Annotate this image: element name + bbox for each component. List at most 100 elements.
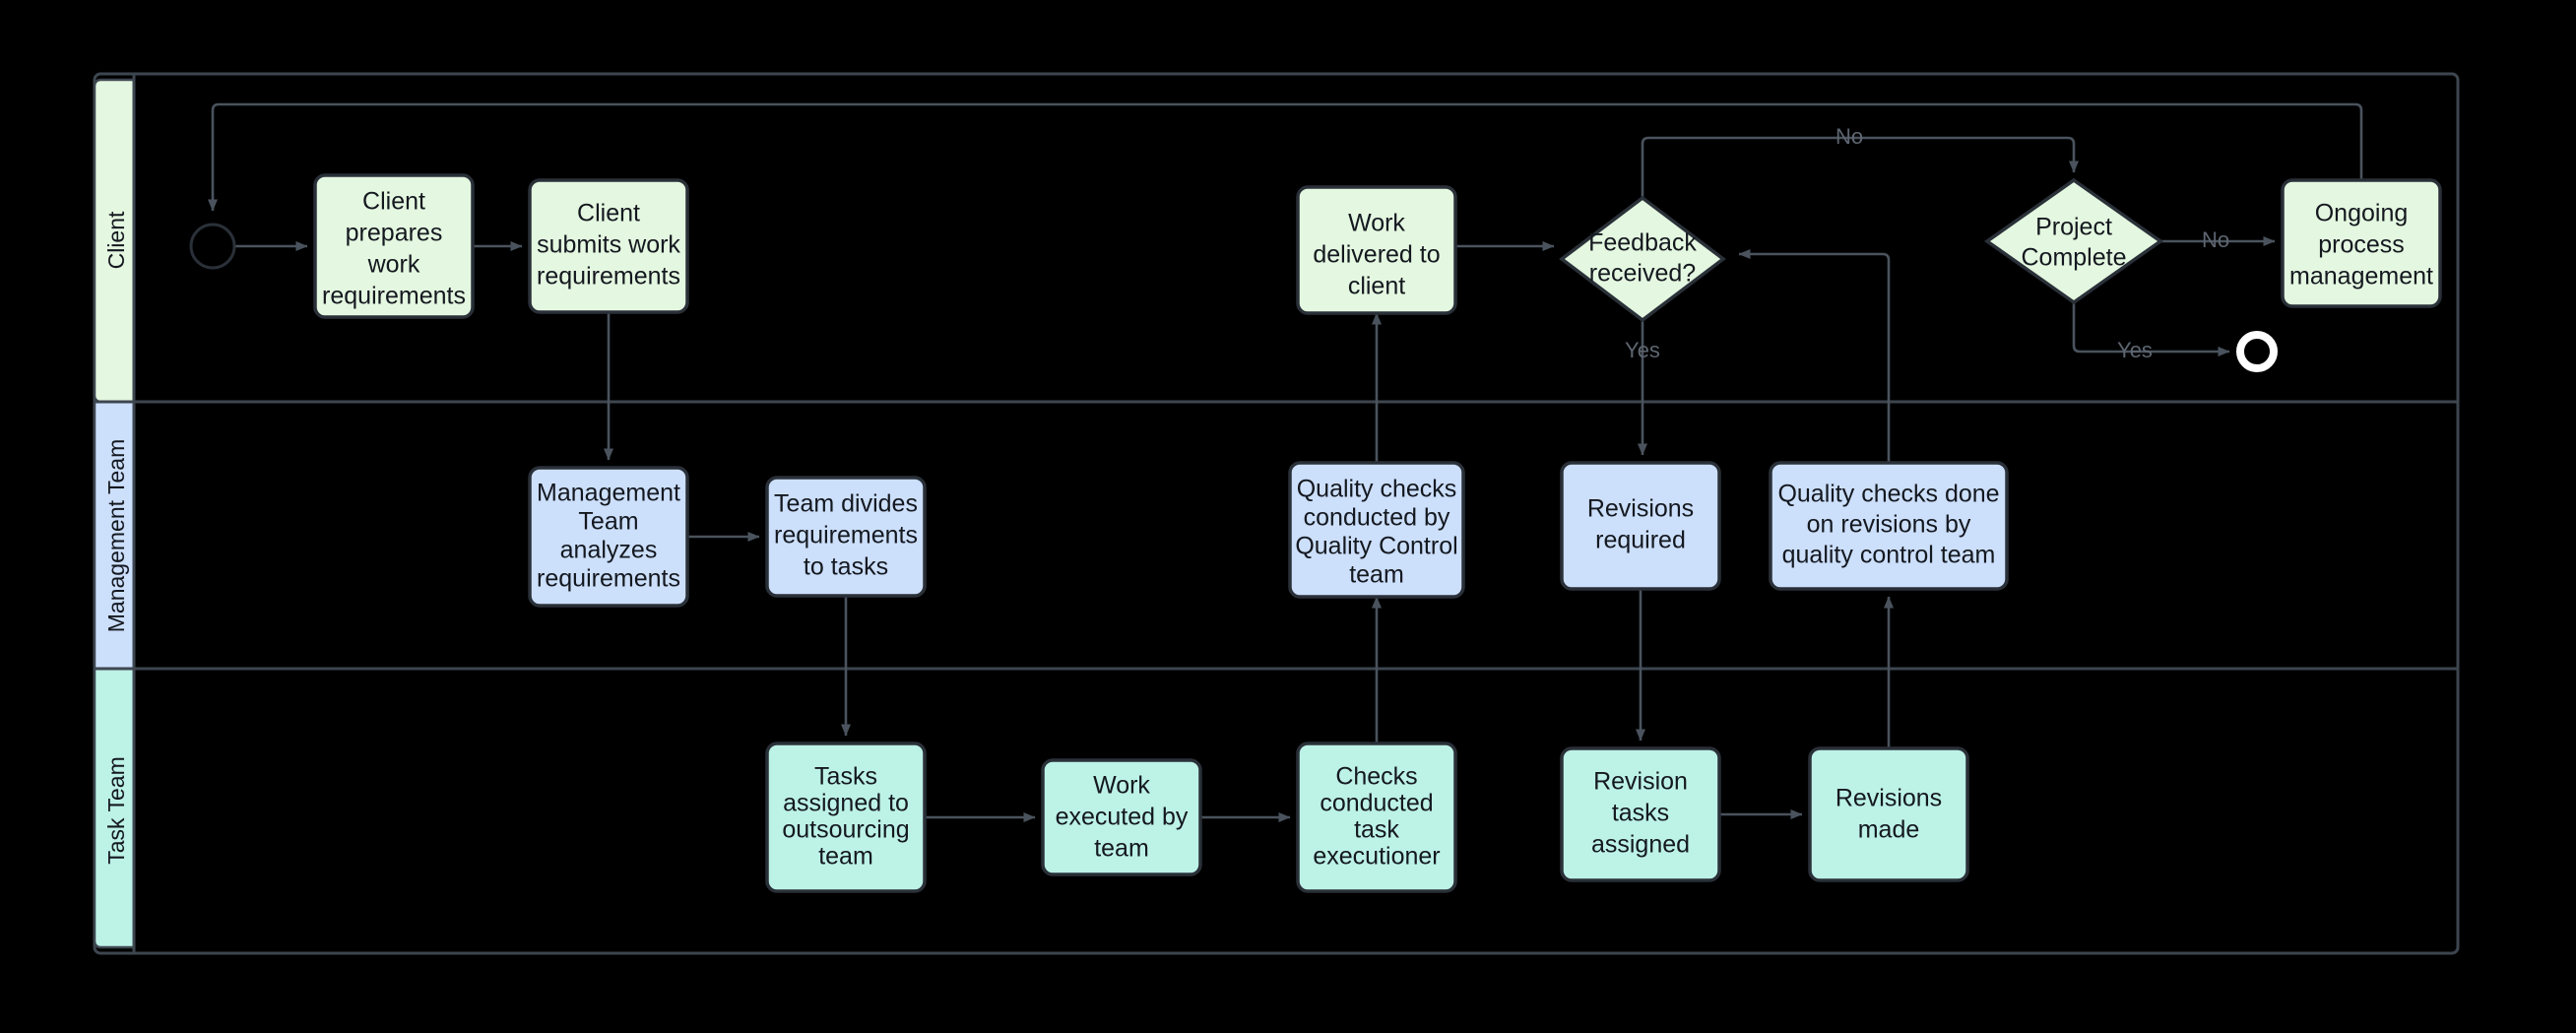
lane-label-client: Client bbox=[103, 211, 129, 269]
task-box[interactable] bbox=[1560, 461, 1721, 591]
task-box[interactable] bbox=[765, 476, 927, 598]
task-label-line: Work bbox=[1348, 210, 1405, 237]
task-label-line: Work bbox=[1093, 772, 1150, 800]
decision-label-line: Feedback bbox=[1588, 229, 1697, 257]
task-label-line: team bbox=[1349, 561, 1404, 589]
task-box[interactable] bbox=[1808, 746, 1969, 882]
task-box[interactable] bbox=[765, 742, 927, 893]
task-label-line: tasks bbox=[1612, 800, 1669, 827]
task-label-line: requirements bbox=[537, 263, 680, 291]
task-label-line: Quality checks bbox=[1297, 476, 1457, 503]
task-label-line: Quality checks done bbox=[1777, 481, 1999, 508]
task-label-line: requirements bbox=[537, 565, 680, 593]
decision-diamond[interactable] bbox=[1559, 195, 1726, 323]
task-label-line: analyzes bbox=[560, 537, 658, 564]
task-label-line: Revisions bbox=[1835, 785, 1942, 812]
task-label-line: management bbox=[2289, 263, 2433, 291]
task-label-line: conducted by bbox=[1304, 504, 1450, 532]
task-quality-checks-done-on-revisions-by-quality-control-team[interactable]: Quality checks done on revisions by qual… bbox=[1769, 461, 2009, 591]
task-label-line: assigned to bbox=[783, 790, 909, 817]
task-label-line: required bbox=[1595, 527, 1686, 554]
task-label-line: Checks bbox=[1335, 763, 1417, 791]
lane-management: Management Team bbox=[93, 400, 136, 671]
task-label-line: assigned bbox=[1591, 831, 1690, 859]
task-label-line: Tasks bbox=[814, 763, 877, 791]
edge-label-no-project: No bbox=[2202, 227, 2229, 252]
task-label-line: Team divides bbox=[774, 490, 918, 518]
task-label-line: Client bbox=[362, 188, 425, 216]
task-label-line: delivered to bbox=[1313, 241, 1440, 269]
lane-task: Task Team bbox=[93, 667, 136, 949]
task-label-line: team bbox=[818, 843, 873, 871]
task-label-line: Revisions bbox=[1587, 495, 1694, 523]
task-label-line: Management bbox=[537, 480, 680, 507]
task-revision-tasks-assigned[interactable]: Revision tasks assigned bbox=[1560, 746, 1721, 882]
task-label-line: prepares bbox=[346, 220, 443, 247]
task-label-line: process bbox=[2318, 231, 2405, 259]
task-label-line: Client bbox=[577, 200, 640, 227]
lane-label-task: Task Team bbox=[103, 756, 129, 865]
edge-n13-to-d1 bbox=[1738, 249, 1891, 463]
task-box[interactable] bbox=[528, 466, 689, 608]
task-revisions-made[interactable]: Revisions made bbox=[1808, 746, 1969, 882]
decision-diamond[interactable] bbox=[1983, 177, 2164, 305]
task-box[interactable] bbox=[1288, 461, 1465, 599]
task-revisions-required[interactable]: Revisions required bbox=[1560, 461, 1721, 591]
task-work-delivered-to-client[interactable]: Work delivered to client bbox=[1296, 185, 1457, 315]
task-label-line: Quality Control bbox=[1295, 533, 1457, 560]
task-box[interactable] bbox=[1296, 742, 1457, 893]
task-label-line: client bbox=[1348, 273, 1405, 300]
start-event[interactable] bbox=[189, 223, 236, 270]
task-management-team-analyzes-requirements[interactable]: Management Team analyzes requirements bbox=[528, 466, 689, 608]
decision-label-line: Project bbox=[2035, 214, 2112, 241]
task-label-line: conducted bbox=[1320, 790, 1433, 817]
lane-label-management: Management Team bbox=[103, 439, 129, 632]
task-label-line: task bbox=[1354, 816, 1399, 844]
task-label-line: to tasks bbox=[804, 553, 888, 581]
task-box[interactable] bbox=[313, 173, 475, 319]
task-label-line: quality control team bbox=[1782, 542, 1996, 569]
decision-feedback-received[interactable]: Feedback received? bbox=[1559, 195, 1726, 323]
task-work-executed-by-team[interactable]: Work executed by team bbox=[1041, 758, 1202, 876]
task-label-line: requirements bbox=[774, 522, 918, 549]
task-label-line: Team bbox=[578, 508, 638, 536]
task-label-line: requirements bbox=[322, 283, 466, 310]
decision-label-line: Complete bbox=[2022, 244, 2127, 272]
task-label-line: on revisions by bbox=[1807, 511, 1971, 539]
edge-d1-no-to-d2 bbox=[1641, 136, 2079, 198]
task-label-line: team bbox=[1094, 835, 1149, 863]
task-box[interactable] bbox=[1041, 758, 1202, 876]
task-client-submits-work-requirements[interactable]: Client submits work requirements bbox=[528, 178, 689, 314]
task-box[interactable] bbox=[1560, 746, 1721, 882]
edge-label-no-feedback: No bbox=[1835, 124, 1863, 149]
task-label-line: executioner bbox=[1313, 843, 1440, 871]
task-ongoing-process-management[interactable]: Ongoing process management bbox=[2281, 178, 2442, 308]
edge-ongoing-to-start bbox=[208, 102, 2363, 212]
task-tasks-assigned-to-outsourcing-team[interactable]: Tasks assigned to outsourcing team bbox=[765, 742, 927, 893]
start-event-circle[interactable] bbox=[189, 223, 236, 270]
task-label-line: made bbox=[1858, 816, 1920, 844]
task-label-line: work bbox=[367, 251, 420, 279]
task-box[interactable] bbox=[1296, 185, 1457, 315]
task-box[interactable] bbox=[528, 178, 689, 314]
end-event[interactable] bbox=[2236, 331, 2278, 372]
edge-label-yes-feedback: Yes bbox=[1625, 338, 1660, 362]
task-label-line: executed by bbox=[1056, 804, 1189, 831]
task-client-prepares-work-requirements[interactable]: Client prepares work requirements bbox=[313, 173, 475, 319]
pool: Client Management Team Task Team bbox=[93, 72, 2460, 955]
decision-project-complete[interactable]: Project Complete bbox=[1983, 177, 2164, 305]
task-quality-checks-conducted-by-quality-control-team[interactable]: Quality checks conducted by Quality Cont… bbox=[1288, 461, 1465, 599]
task-label-line: outsourcing bbox=[782, 816, 909, 844]
task-label-line: Ongoing bbox=[2315, 200, 2409, 227]
task-box[interactable] bbox=[2281, 178, 2442, 308]
task-checks-conducted-task-executioner[interactable]: Checks conducted task executioner bbox=[1296, 742, 1457, 893]
end-event-circle[interactable] bbox=[2236, 331, 2278, 372]
lane-client: Client bbox=[93, 78, 136, 404]
task-label-line: submits work bbox=[537, 231, 680, 259]
decision-label-line: received? bbox=[1589, 260, 1696, 288]
task-team-divides-requirements-to-tasks[interactable]: Team divides requirements to tasks bbox=[765, 476, 927, 598]
task-box[interactable] bbox=[1769, 461, 2009, 591]
edge-label-yes-project: Yes bbox=[2117, 338, 2153, 362]
